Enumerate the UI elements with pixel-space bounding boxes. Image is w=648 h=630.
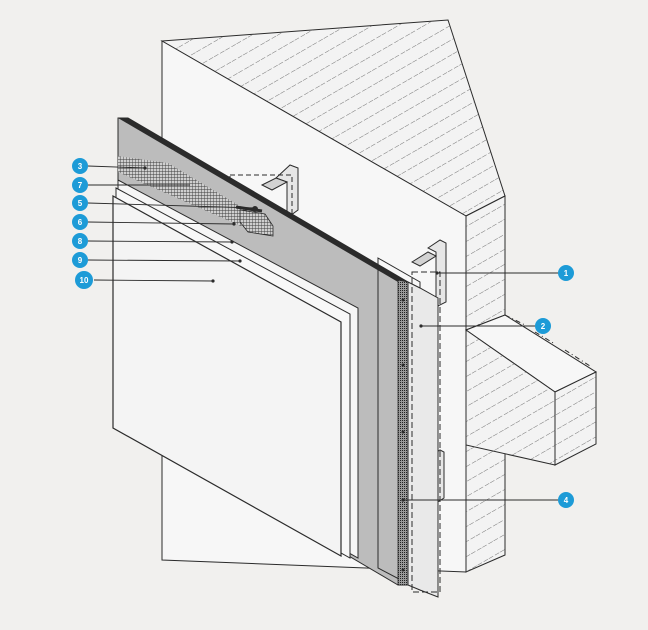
floor-slab xyxy=(464,314,598,466)
svg-text:7: 7 xyxy=(78,181,83,190)
callout-4: 4 xyxy=(558,492,574,508)
callout-anchor-dots xyxy=(143,166,439,502)
callout-2: 2 xyxy=(535,318,551,334)
reinforcement-mesh xyxy=(118,156,250,230)
svg-text:1: 1 xyxy=(564,269,569,278)
callout-3: 3 xyxy=(72,158,88,174)
callout-10: 10 xyxy=(75,271,93,289)
svg-text:2: 2 xyxy=(541,322,546,331)
callout-7: 7 xyxy=(72,177,88,193)
vertical-rail xyxy=(377,257,441,598)
callout-9: 9 xyxy=(72,252,88,268)
callout-1: 1 xyxy=(558,265,574,281)
callout-8: 8 xyxy=(72,233,88,249)
svg-text:4: 4 xyxy=(564,496,569,505)
panel-layer-front xyxy=(112,194,342,558)
svg-text:9: 9 xyxy=(78,256,83,265)
callout-6: 6 xyxy=(72,214,88,230)
svg-text:8: 8 xyxy=(78,237,83,246)
svg-text:5: 5 xyxy=(78,199,83,208)
callout-leaders xyxy=(87,165,559,501)
svg-text:10: 10 xyxy=(80,276,89,285)
callout-5: 5 xyxy=(72,195,88,211)
svg-text:3: 3 xyxy=(78,162,83,171)
svg-text:6: 6 xyxy=(78,218,83,227)
